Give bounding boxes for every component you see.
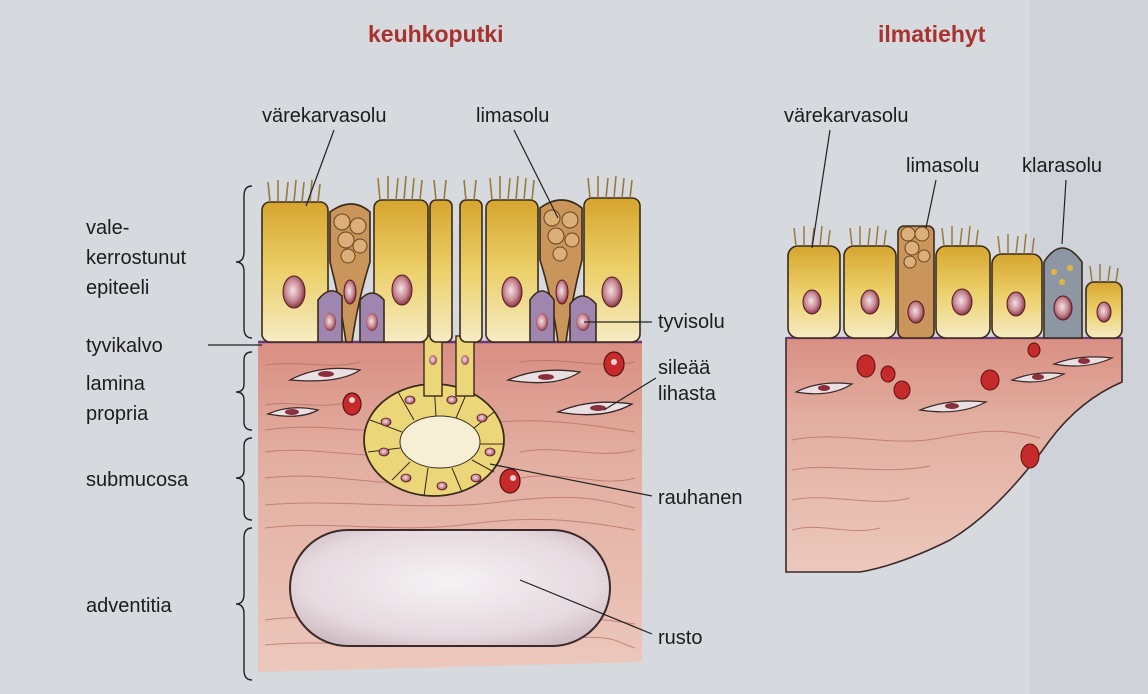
ciliated-cell-icon xyxy=(788,246,840,338)
ciliated-cell-icon xyxy=(992,254,1042,338)
label-gland: rauhanen xyxy=(658,487,743,509)
ciliated-cell-icon xyxy=(1086,282,1122,338)
label-smooth-muscle-2: lihasta xyxy=(658,383,717,405)
ciliated-cell-icon xyxy=(460,200,482,342)
label-ciliated-cell-right: värekarvasolu xyxy=(784,105,909,127)
label-adventitia: adventitia xyxy=(86,595,172,617)
label-ciliated-cell-left: värekarvasolu xyxy=(262,105,387,127)
label-basal-cell: tyvisolu xyxy=(658,311,725,333)
red-blood-cell-icon xyxy=(343,393,361,415)
red-blood-cell-icon xyxy=(500,469,520,493)
red-blood-cell-icon xyxy=(1021,444,1039,468)
basal-cell-icon xyxy=(360,293,384,342)
ciliated-cell-icon xyxy=(844,246,896,338)
label-smooth-muscle-1: sileää xyxy=(658,357,711,379)
goblet-cell-icon xyxy=(898,226,934,338)
label-basement-membrane: tyvikalvo xyxy=(86,335,163,357)
label-lamina-2: propria xyxy=(86,403,149,425)
label-club-cell: klarasolu xyxy=(1022,155,1102,177)
basal-cell-icon xyxy=(570,296,596,342)
red-blood-cell-icon xyxy=(857,355,875,377)
red-blood-cell-icon xyxy=(881,366,895,382)
label-lamina-1: lamina xyxy=(86,373,146,395)
label-epithelium-3: epiteeli xyxy=(86,277,149,299)
cartilage xyxy=(290,530,610,646)
label-goblet-cell-right: limasolu xyxy=(906,155,979,177)
basal-cell-icon xyxy=(318,291,342,342)
red-blood-cell-icon xyxy=(894,381,910,399)
label-submucosa: submucosa xyxy=(86,469,189,491)
label-epithelium-1: vale- xyxy=(86,217,129,239)
title-bronchus: keuhkoputki xyxy=(368,21,503,47)
red-blood-cell-icon xyxy=(1028,343,1040,357)
basal-cell-icon xyxy=(530,291,554,342)
title-bronchiole: ilmatiehyt xyxy=(878,21,986,47)
label-goblet-cell-left: limasolu xyxy=(476,105,549,127)
red-blood-cell-icon xyxy=(981,370,999,390)
club-cell-icon xyxy=(1044,248,1082,338)
ciliated-cell-icon xyxy=(936,246,990,338)
label-cartilage: rusto xyxy=(658,627,702,649)
label-epithelium-2: kerrostunut xyxy=(86,247,186,269)
ciliated-cell-icon xyxy=(430,200,452,342)
